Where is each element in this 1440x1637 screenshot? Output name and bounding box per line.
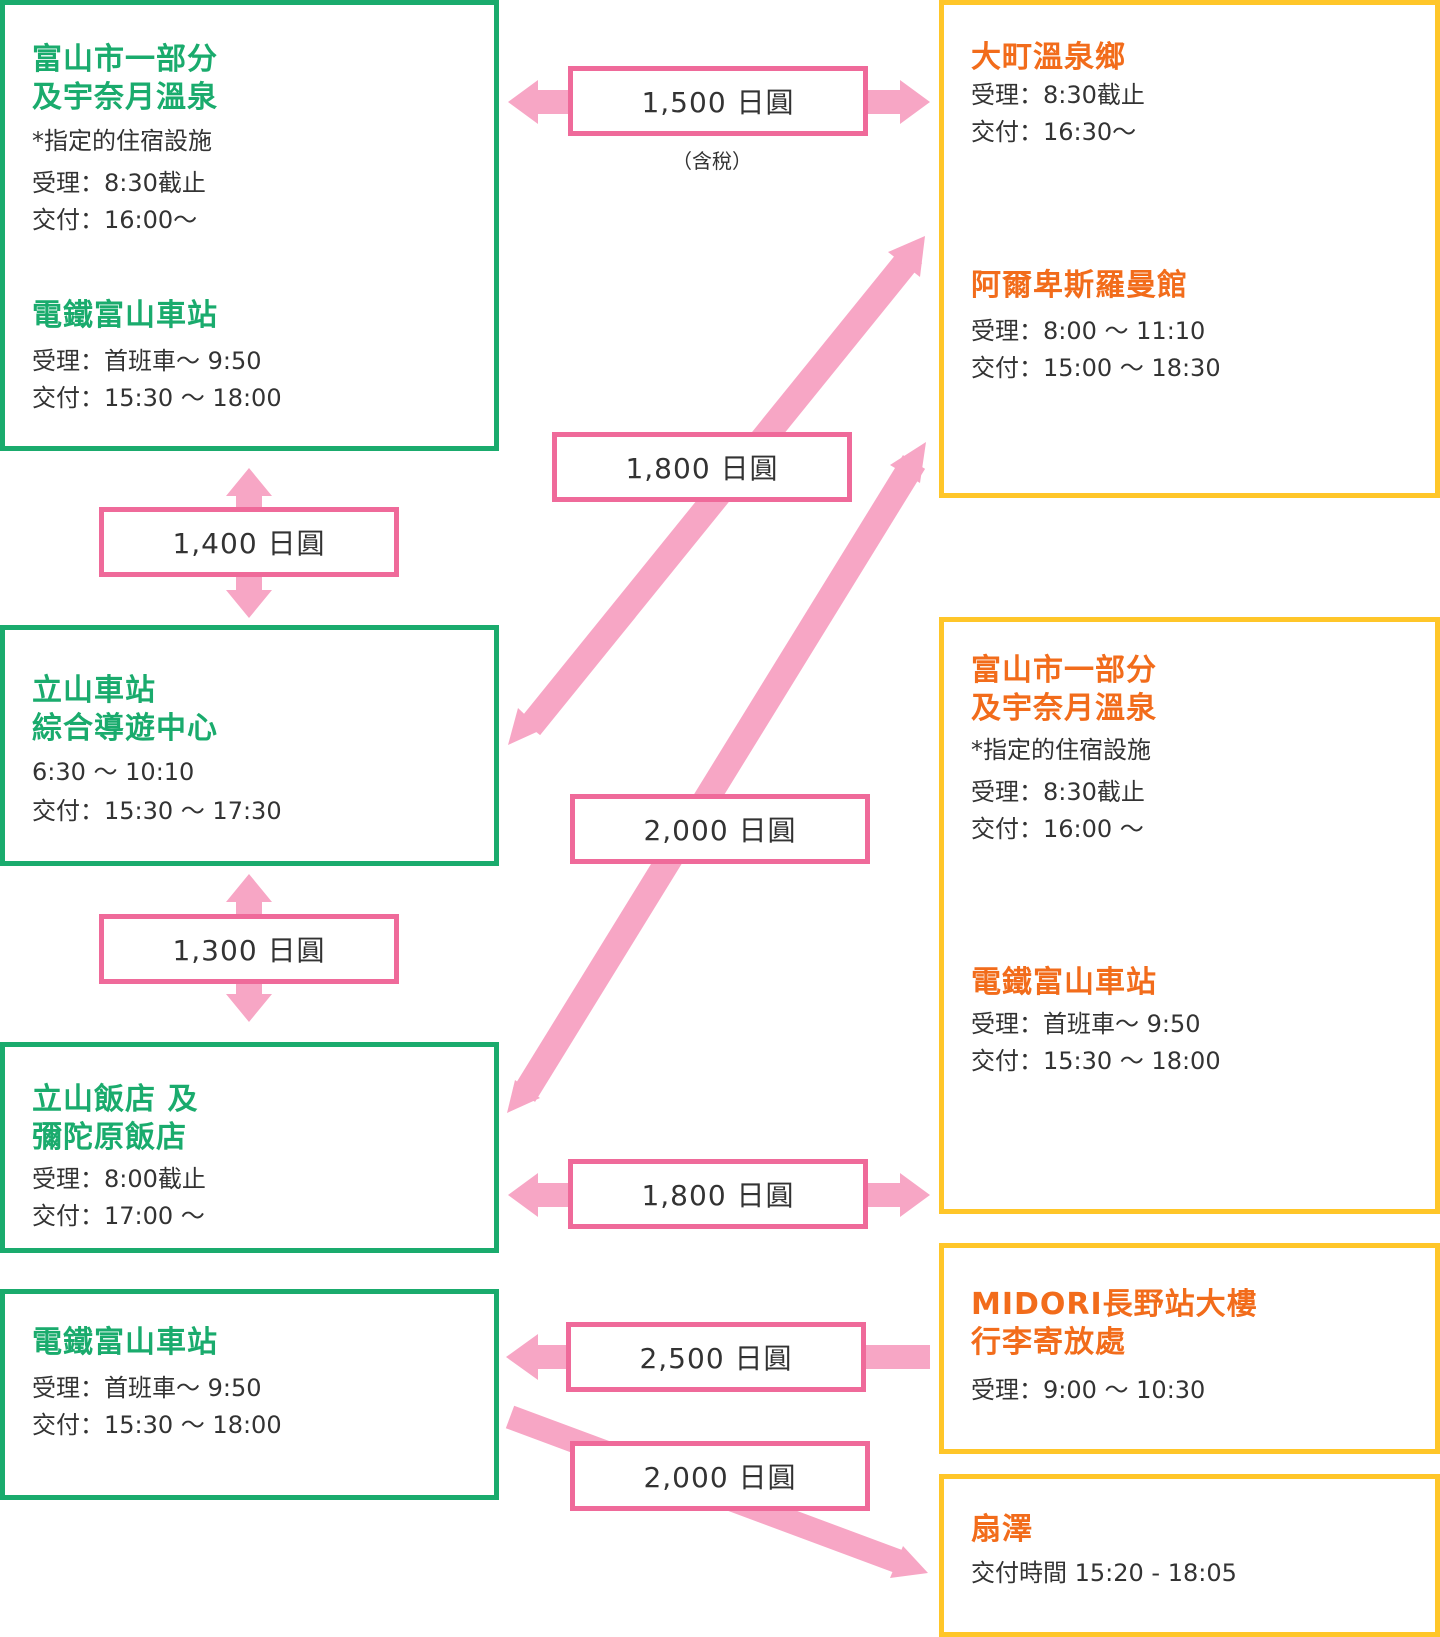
left-box4-line-2: 交付：15:30 ～ 18:00 (32, 1411, 282, 1439)
price-1400: 1,400 日圓 (99, 507, 399, 577)
left-box1-title: 富山市一部分 及宇奈月溫泉 (32, 42, 218, 115)
arrow-1500-left (508, 80, 572, 124)
left-box4-title: 電鐵富山車站 (32, 1325, 218, 1360)
left-box3-title: 立山飯店 及 彌陀原飯店 (32, 1082, 199, 1155)
left-box1-line-2: 交付：16:00～ (32, 206, 198, 234)
right-box3-title: MIDORI長野站大樓 行李寄放處 (971, 1287, 1258, 1360)
right-box1-title: 大町溫泉鄉 (971, 40, 1126, 75)
left-box2-line-2: 交付：15:30 ～ 17:30 (32, 797, 282, 825)
left-box3-line-2: 交付：17:00 ～ (32, 1202, 205, 1230)
right-box2-line2-1: 受理：首班車～ 9:50 (971, 1010, 1201, 1038)
left-box1-note: *指定的住宿設施 (32, 127, 212, 155)
left-box1-line2-1: 受理：首班車～ 9:50 (32, 347, 262, 375)
arrow-2500-left (506, 1334, 572, 1380)
right-box-ogizawa: 扇澤 交付時間 15:20 - 18:05 (939, 1474, 1440, 1637)
price-1500: 1,500 日圓 (568, 66, 868, 136)
left-box-dentetsu-toyama: 電鐵富山車站 受理：首班車～ 9:50 交付：15:30 ～ 18:00 (0, 1289, 499, 1500)
right-box1-line-1: 受理：8:30截止 (971, 81, 1145, 109)
arrow-1500-right (866, 80, 930, 124)
left-box-toyama-unazuki: 富山市一部分 及宇奈月溫泉 *指定的住宿設施 受理：8:30截止 交付：16:0… (0, 0, 499, 451)
right-box2-title2: 電鐵富山車站 (971, 965, 1157, 1000)
right-box1-line2-1: 受理：8:00 ～ 11:10 (971, 317, 1206, 345)
arrow-1800b-right (866, 1173, 930, 1217)
right-box4-title: 扇澤 (971, 1512, 1033, 1547)
left-box2-line-1: 6:30 ～ 10:10 (32, 758, 195, 786)
right-box2-line-2: 交付：16:00 ～ (971, 815, 1144, 843)
price-1800b: 1,800 日圓 (568, 1159, 868, 1229)
price-1300: 1,300 日圓 (99, 914, 399, 984)
right-box1-line-2: 交付：16:30～ (971, 118, 1137, 146)
right-box-toyama-unazuki: 富山市一部分 及宇奈月溫泉 *指定的住宿設施 受理：8:30截止 交付：16:0… (939, 617, 1440, 1214)
price-1800a: 1,800 日圓 (552, 432, 852, 502)
arrow-2500-tail (866, 1345, 930, 1369)
right-box2-line-1: 受理：8:30截止 (971, 778, 1145, 806)
right-box1-line2-2: 交付：15:00 ～ 18:30 (971, 354, 1221, 382)
left-box2-title: 立山車站 綜合導遊中心 (32, 673, 218, 746)
left-box1-line2-2: 交付：15:30 ～ 18:00 (32, 384, 282, 412)
right-box4-line-1: 交付時間 15:20 - 18:05 (971, 1559, 1237, 1587)
price-1500-tax-note: （含稅） (672, 149, 752, 173)
right-box1-title2: 阿爾卑斯羅曼館 (971, 268, 1188, 303)
right-box2-note: *指定的住宿設施 (971, 736, 1151, 764)
left-box1-title2: 電鐵富山車站 (32, 298, 218, 333)
arrow-2000-diagonal (507, 442, 926, 1113)
left-box-tateyama-hotel: 立山飯店 及 彌陀原飯店 受理：8:00截止 交付：17:00 ～ (0, 1042, 499, 1253)
left-box1-line-1: 受理：8:30截止 (32, 169, 206, 197)
price-2000b: 2,000 日圓 (570, 1441, 870, 1511)
left-box-tateyama-station: 立山車站 綜合導遊中心 6:30 ～ 10:10 交付：15:30 ～ 17:3… (0, 625, 499, 866)
right-box-midori-nagano: MIDORI長野站大樓 行李寄放處 受理：9:00 ～ 10:30 (939, 1243, 1440, 1454)
price-2500: 2,500 日圓 (566, 1322, 866, 1392)
arrow-1800b-left (508, 1173, 572, 1217)
right-box2-line2-2: 交付：15:30 ～ 18:00 (971, 1047, 1221, 1075)
right-box2-title: 富山市一部分 及宇奈月溫泉 (971, 653, 1157, 726)
left-box4-line-1: 受理：首班車～ 9:50 (32, 1374, 262, 1402)
right-box-omachi-alpen: 大町溫泉鄉 受理：8:30截止 交付：16:30～ 阿爾卑斯羅曼館 受理：8:0… (939, 0, 1440, 498)
left-box3-line-1: 受理：8:00截止 (32, 1165, 206, 1193)
right-box3-line-1: 受理：9:00 ～ 10:30 (971, 1376, 1206, 1404)
price-2000a: 2,000 日圓 (570, 794, 870, 864)
